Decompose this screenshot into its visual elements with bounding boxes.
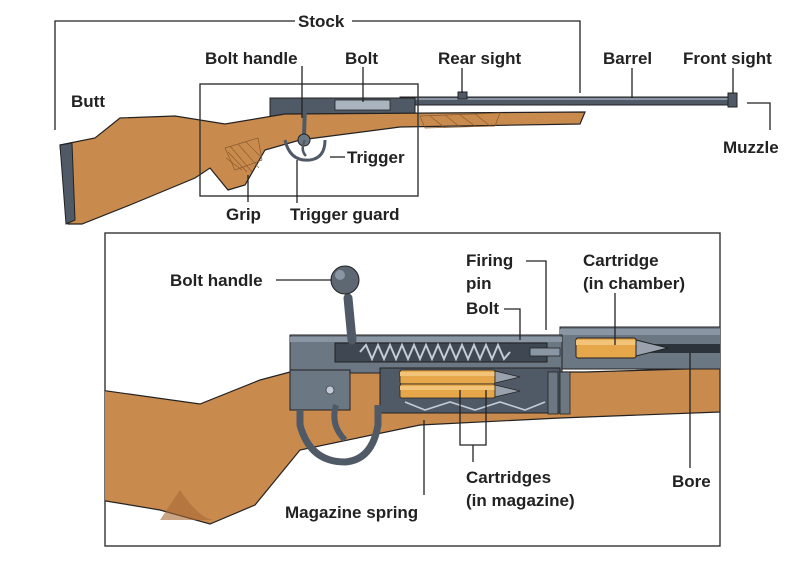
firing-pin-spring-shape — [359, 342, 511, 362]
label-magazine-spring: Magazine spring — [285, 503, 418, 522]
trigger-shape — [301, 139, 307, 157]
label-stock: Stock — [298, 12, 345, 31]
label-muzzle: Muzzle — [723, 138, 779, 157]
bore-shape — [640, 344, 720, 353]
label-cartridges-magazine-1: Cartridges — [466, 468, 551, 487]
cutaway-bolt-knob-shape — [330, 265, 360, 295]
chamber-cartridge-shape — [575, 337, 669, 359]
label-grip: Grip — [226, 205, 261, 224]
label-bore: Bore — [672, 472, 711, 491]
label-cartridge-chamber-1: Cartridge — [583, 251, 659, 270]
label-trigger: Trigger — [347, 148, 405, 167]
cutaway-trigger-shape — [331, 404, 348, 443]
front-sight-shape — [727, 92, 738, 108]
magazine-spring-shape — [404, 401, 546, 411]
label-bolt-top: Bolt — [345, 49, 378, 68]
label-bolt-handle-cutaway: Bolt handle — [170, 271, 263, 290]
label-firing-pin-2: pin — [466, 274, 492, 293]
label-rear-sight: Rear sight — [438, 49, 521, 68]
label-cartridges-magazine-2: (in magazine) — [466, 491, 575, 510]
rifle-side-view — [59, 91, 738, 225]
magazine-cartridges-shape — [399, 369, 521, 399]
trigger-guard-shape — [283, 139, 327, 162]
butt-plate-shape — [59, 142, 76, 225]
cutaway-trigger-guard-shape — [296, 405, 382, 466]
label-cartridge-chamber-2: (in chamber) — [583, 274, 685, 293]
label-front-sight: Front sight — [683, 49, 772, 68]
label-bolt-handle-top: Bolt handle — [205, 49, 298, 68]
label-barrel: Barrel — [603, 49, 652, 68]
cutaway-view — [105, 265, 720, 525]
label-butt: Butt — [71, 92, 105, 111]
label-firing-pin-1: Firing — [466, 251, 513, 270]
rear-sight-shape — [457, 91, 468, 100]
label-bolt-cutaway: Bolt — [466, 299, 499, 318]
label-trigger-guard: Trigger guard — [290, 205, 400, 224]
